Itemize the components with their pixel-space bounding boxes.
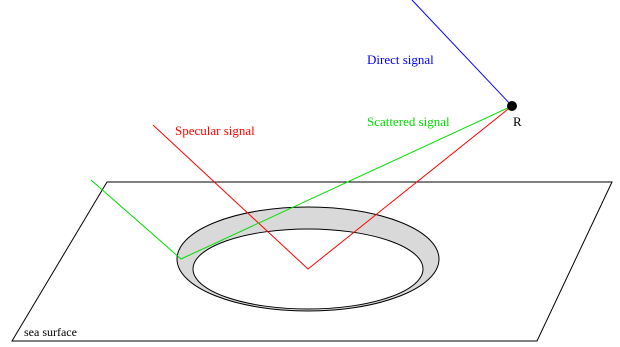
receiver-label: R bbox=[513, 114, 522, 129]
scattered-signal-label: Scattered signal bbox=[367, 114, 450, 129]
scattered-signal-ray bbox=[90, 105, 513, 260]
sea-surface-label: sea surface bbox=[24, 325, 77, 339]
direct-signal-label: Direct signal bbox=[367, 52, 434, 67]
direct-signal-ray bbox=[411, 0, 513, 107]
specular-signal-ray bbox=[152, 105, 513, 270]
specular-signal-label: Specular signal bbox=[175, 123, 255, 138]
receiver-dot bbox=[507, 101, 517, 111]
